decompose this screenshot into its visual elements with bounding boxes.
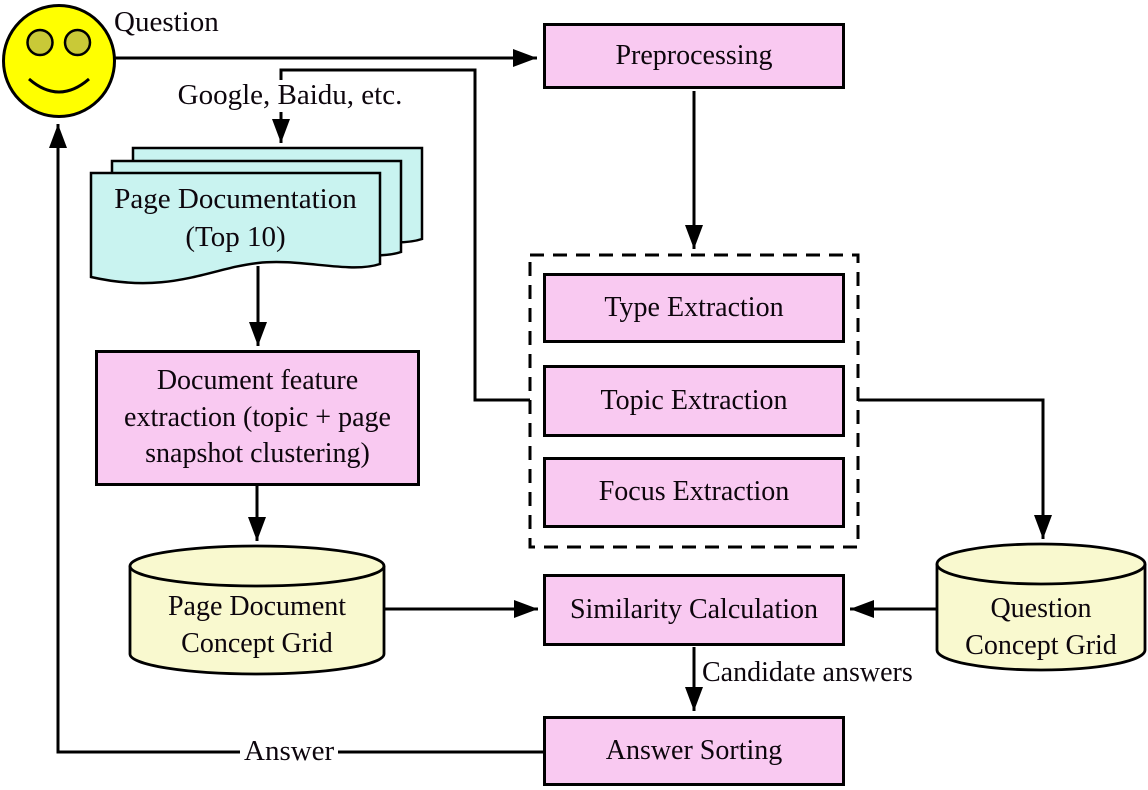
topic-extraction-box: Topic Extraction — [543, 365, 845, 437]
smiley-mouth — [28, 77, 90, 94]
smiley-face — [2, 4, 116, 118]
document-feature-extraction-box: Document feature extraction (topic + pag… — [95, 350, 420, 486]
cylinder-body — [128, 566, 386, 676]
cylinder-top — [935, 542, 1147, 586]
search-engines-label: Google, Baidu, etc. — [162, 79, 418, 112]
connector-topic-to-question-grid — [858, 398, 1052, 539]
answer-sorting-box: Answer Sorting — [543, 716, 845, 786]
connector-answer-to-user — [49, 124, 543, 754]
page-front — [89, 171, 382, 285]
type-extraction-box: Type Extraction — [543, 273, 845, 343]
page-documentation-stack — [89, 146, 424, 285]
user-smiley-icon — [2, 4, 116, 118]
smiley-eye-right — [63, 28, 92, 57]
question-label: Question — [114, 6, 219, 38]
page-documentation-label: Page Documentation (Top 10) — [114, 182, 357, 253]
answer-label: Answer — [240, 735, 339, 768]
cylinder-top — [128, 544, 386, 588]
similarity-calculation-box: Similarity Calculation — [543, 574, 845, 646]
question-concept-grid-label: Question Concept Grid — [965, 593, 1117, 661]
page-document-concept-grid-cylinder — [128, 544, 386, 676]
smiley-eye-left — [26, 28, 54, 57]
question-concept-grid-cylinder — [935, 542, 1147, 672]
connectors — [49, 49, 1052, 754]
candidate-answers-label: Candidate answers — [702, 657, 913, 688]
focus-extraction-box: Focus Extraction — [543, 457, 845, 528]
preprocessing-box: Preprocessing — [543, 23, 845, 89]
cylinder-body — [935, 564, 1147, 672]
page-document-concept-grid-label: Page Document Concept Grid — [167, 591, 347, 659]
extraction-dashed-group — [528, 253, 860, 549]
